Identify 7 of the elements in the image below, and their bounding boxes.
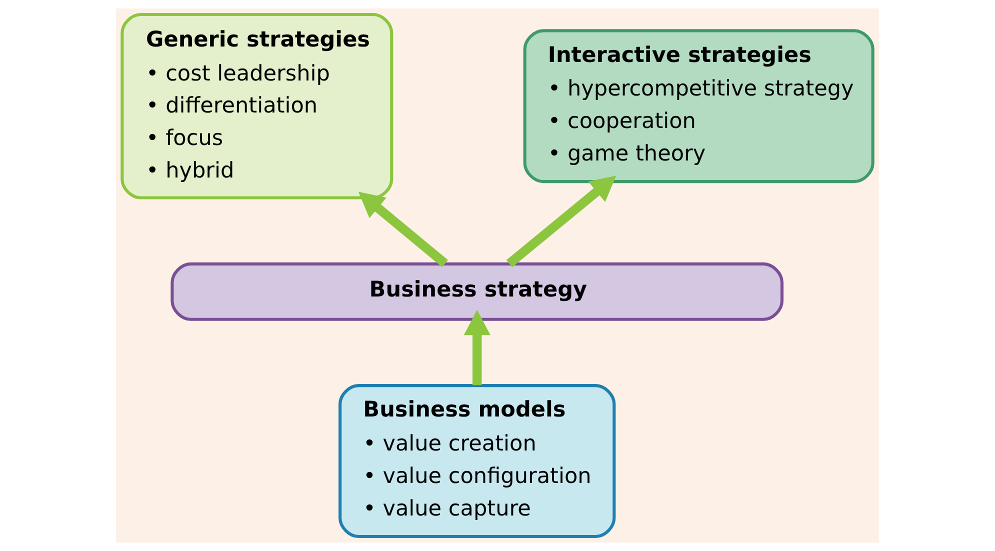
arrow [506, 176, 616, 268]
arrow [358, 192, 448, 268]
arrow [464, 310, 490, 386]
node-box: Generic strategies • cost leadership • differentiation • focus • hybrid [120, 12, 394, 200]
node-box: Interactive strategies • hypercompetitive strategy • cooperation • game theory [523, 29, 874, 184]
node-box: Business models • value creation • value configuration • value capture [338, 384, 616, 538]
node-box: Business strategy [170, 262, 784, 321]
